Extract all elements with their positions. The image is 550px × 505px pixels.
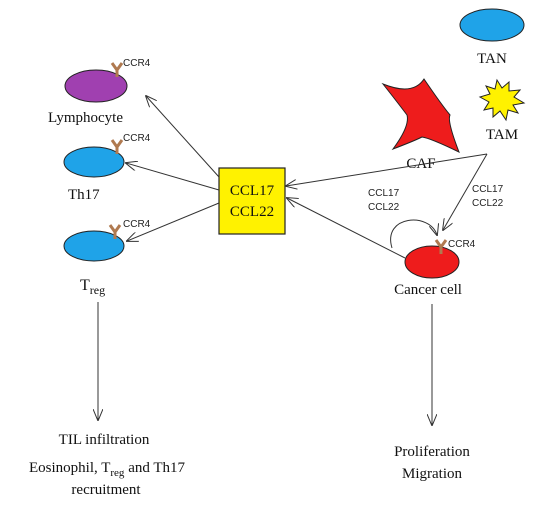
arrow-to-lymphocyte (146, 96, 220, 178)
tan-cell: TAN (459, 8, 525, 67)
tan-label: TAN (477, 51, 507, 67)
treg-cell: CCR4 Treg (63, 219, 151, 297)
chemokine-box (218, 167, 286, 235)
treg-body (63, 230, 125, 262)
ccr4-label: CCR4 (123, 219, 151, 230)
arrow-to-treg (127, 202, 220, 241)
caf-cell: CAF (381, 78, 460, 172)
ccr4-label: CCR4 (123, 58, 151, 69)
recruitment-text: recruitment (71, 482, 141, 498)
tan-body (459, 8, 525, 42)
arrow-to-th17 (126, 163, 220, 191)
paracrine-ccl17-label: CCL17 (472, 184, 504, 195)
arrow-stroma-to-cancer (443, 153, 488, 230)
migration-text: Migration (402, 466, 462, 482)
ccl22-label: CCL22 (230, 204, 274, 220)
tam-cell: TAM (478, 78, 526, 143)
paracrine-ccl22-label: CCL22 (472, 198, 504, 209)
caf-label: CAF (406, 156, 435, 172)
tam-label: TAM (486, 127, 518, 143)
autocrine-ccl22-label: CCL22 (368, 202, 400, 213)
ccl17-label: CCL17 (230, 183, 275, 199)
recruitment-line-text: Eosinophil, Treg and Th17 (29, 460, 186, 479)
lymphocyte-label: Lymphocyte (48, 110, 123, 126)
lymphocyte-body (64, 69, 128, 103)
proliferation-text: Proliferation (394, 444, 470, 460)
tam-shape (478, 78, 526, 122)
ccr4-receptor-icon (110, 62, 124, 77)
ccl17-ccl22-box: CCL17 CCL22 (218, 167, 286, 235)
til-infiltration-text: TIL infiltration (59, 432, 150, 448)
th17-cell: CCR4 Th17 (63, 133, 151, 203)
caf-shape (381, 78, 460, 154)
cancer-cell: CCR4 Cancer cell (394, 239, 476, 298)
arrow-stroma-to-box (286, 153, 488, 186)
th17-body (63, 146, 125, 178)
lymphocyte-cell: CCR4 Lymphocyte (48, 58, 151, 126)
autocrine-loop-arrow (390, 219, 437, 249)
autocrine-ccl17-label: CCL17 (368, 188, 400, 199)
ccr4-receptor-icon (110, 139, 124, 154)
treg-label: Treg (80, 277, 105, 297)
th17-label: Th17 (68, 187, 100, 203)
arrow-cancer-to-box (287, 198, 406, 259)
ccr4-receptor-icon (108, 224, 122, 239)
ccr4-label: CCR4 (448, 239, 476, 250)
cancer-cell-body (404, 245, 460, 279)
ccr4-label: CCR4 (123, 133, 151, 144)
ccr4-receptor-icon (434, 239, 448, 254)
cancer-cell-label: Cancer cell (394, 282, 462, 298)
